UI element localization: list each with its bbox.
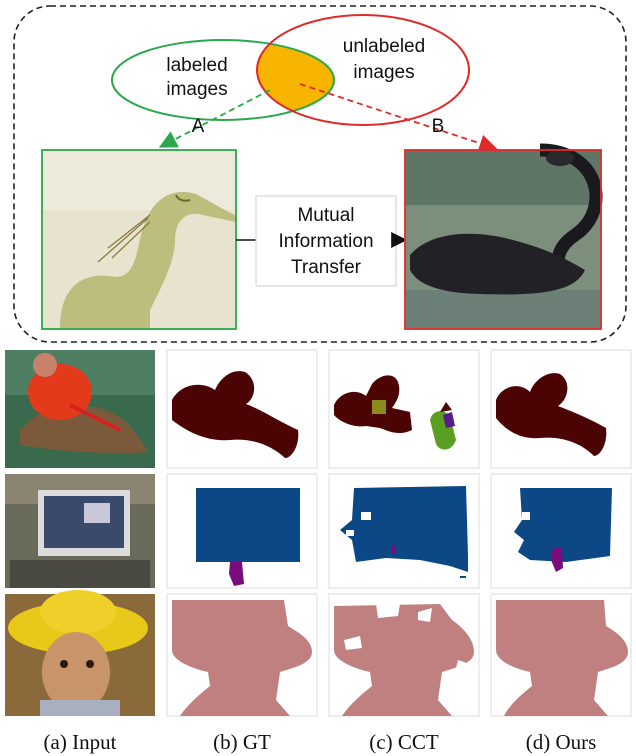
unlabeled-text-line2: images <box>353 62 414 83</box>
row3-cct-mask <box>328 593 480 717</box>
transfer-line3: Transfer <box>291 257 362 278</box>
arrow-a <box>158 89 271 148</box>
row3-ours-mask <box>490 593 632 717</box>
row2-cct-mask <box>328 473 480 589</box>
arrow-b <box>299 83 498 153</box>
row1-ours-mask <box>490 349 632 469</box>
caption-cct: (c) CCT <box>369 730 439 754</box>
transfer-line2: Information <box>278 231 373 252</box>
caption-gt: (b) GT <box>213 730 271 754</box>
row1-gt-mask <box>166 349 318 469</box>
dashed-frame <box>13 5 627 343</box>
heron-image <box>41 149 237 330</box>
labeled-ellipse <box>111 39 335 121</box>
transfer-box <box>255 195 397 287</box>
arrow-b-label: B <box>432 116 445 137</box>
row2-input-image <box>5 474 155 588</box>
row1-input-image <box>5 350 155 468</box>
unlabeled-text-line1: unlabeled <box>343 36 425 57</box>
labeled-text-line1: labeled <box>166 55 227 76</box>
row3-gt-mask <box>166 593 318 717</box>
overlap-region <box>257 40 334 120</box>
unlabeled-ellipse <box>256 14 470 126</box>
row2-ours-mask <box>490 473 632 589</box>
transfer-line1: Mutual <box>297 205 354 226</box>
labeled-text-line2: images <box>166 79 227 100</box>
row2-gt-mask <box>166 473 318 589</box>
swan-image <box>404 143 603 330</box>
row3-input-image <box>5 590 155 716</box>
caption-ours: (d) Ours <box>525 730 597 754</box>
row1-cct-mask <box>328 349 480 469</box>
caption-input: (a) Input <box>43 730 117 754</box>
arrow-a-label: A <box>192 116 205 137</box>
